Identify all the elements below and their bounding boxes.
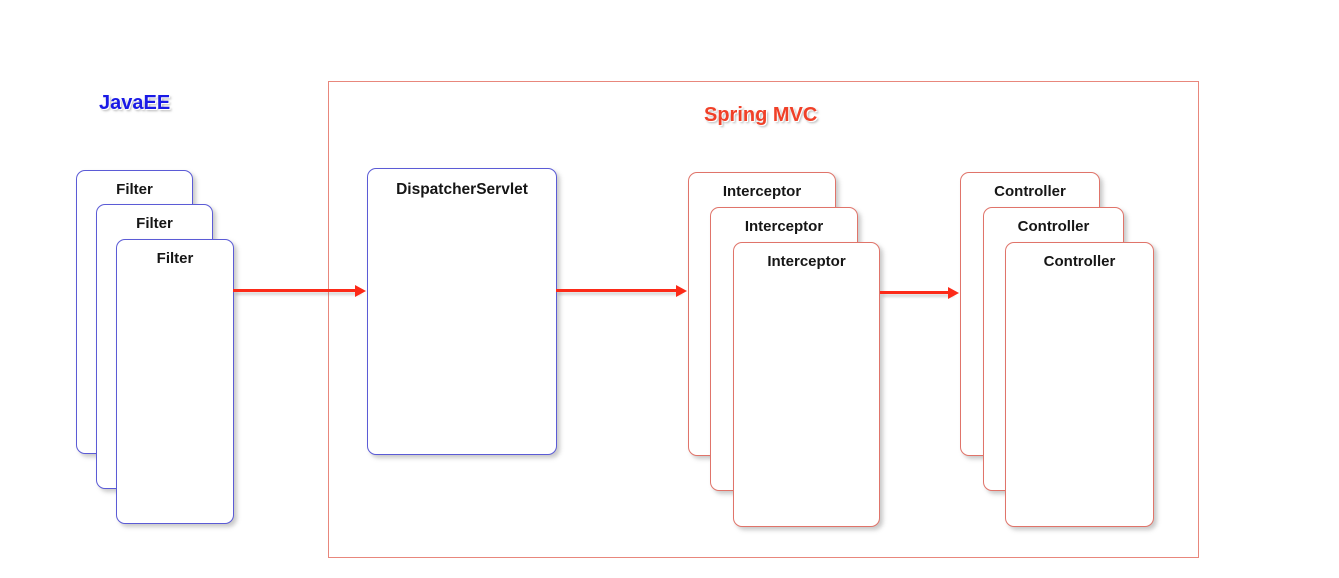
controller-card-2-label: Controller [1017, 218, 1090, 235]
javaee-section-label: JavaEE [99, 92, 171, 114]
interceptor-card-2-label: Interceptor [744, 218, 824, 235]
interceptor-card-3-label: Interceptor [767, 253, 846, 270]
controller-card-3[interactable]: Controller [1005, 242, 1154, 527]
arrow-filters-to-dispatcher-shadow [235, 292, 361, 295]
filter-card-3[interactable]: Filter [116, 239, 234, 524]
arrow-dispatcher-to-interceptors-shadow [558, 292, 682, 295]
controller-card-1-label: Controller [994, 183, 1066, 200]
spring-mvc-section-label: Spring MVC [704, 104, 818, 126]
interceptor-card-1-label: Interceptor [722, 183, 802, 200]
arrow-interceptors-to-controllers [880, 291, 950, 294]
interceptor-card-3[interactable]: Interceptor [733, 242, 880, 527]
dispatcher-servlet-card[interactable]: DispatcherServlet [367, 168, 557, 455]
arrow-interceptors-to-controllers-shadow [882, 294, 954, 297]
filter-card-2-label: Filter [136, 215, 173, 232]
controller-card-3-label: Controller [1043, 253, 1116, 270]
filter-card-3-label: Filter [156, 250, 194, 267]
arrow-dispatcher-to-interceptors [556, 289, 678, 292]
filter-card-1-label: Filter [116, 181, 153, 198]
arrow-filters-to-dispatcher [233, 289, 357, 292]
dispatcher-servlet-label: DispatcherServlet [396, 181, 528, 198]
